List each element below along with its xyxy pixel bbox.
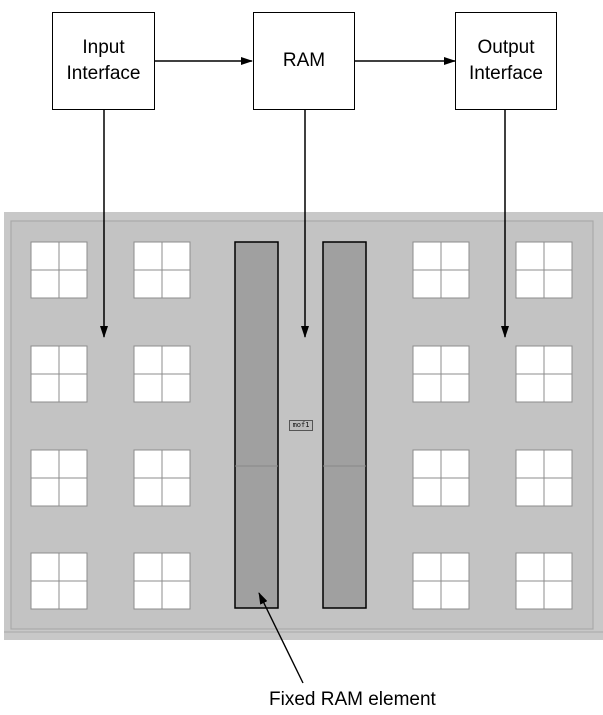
ram-block-left xyxy=(234,241,279,609)
output-interface-label: Output Interface xyxy=(469,37,543,84)
io-cell xyxy=(133,241,191,299)
input-interface-box: Input Interface xyxy=(52,12,155,110)
io-cell xyxy=(412,241,470,299)
io-cell xyxy=(30,552,88,610)
input-interface-label: Input Interface xyxy=(66,37,141,84)
io-cell xyxy=(515,552,573,610)
io-cell-grid xyxy=(30,241,573,610)
io-cell xyxy=(412,449,470,507)
io-cell xyxy=(30,345,88,403)
io-cell xyxy=(515,345,573,403)
io-cell xyxy=(412,552,470,610)
io-cell xyxy=(515,449,573,507)
fixed-ram-caption: Fixed RAM element xyxy=(269,689,436,710)
io-cell xyxy=(133,345,191,403)
ram-box: RAM xyxy=(253,12,355,110)
io-cell xyxy=(30,241,88,299)
io-cell xyxy=(133,449,191,507)
output-interface-box: Output Interface xyxy=(455,12,557,110)
io-cell xyxy=(30,449,88,507)
chip-cell-label: mof1 xyxy=(289,420,313,431)
ram-label: RAM xyxy=(282,50,326,71)
io-cell xyxy=(515,241,573,299)
io-cell xyxy=(412,345,470,403)
arrow-caption-pointer xyxy=(258,592,304,684)
ram-block-right xyxy=(322,241,367,609)
io-cell xyxy=(133,552,191,610)
